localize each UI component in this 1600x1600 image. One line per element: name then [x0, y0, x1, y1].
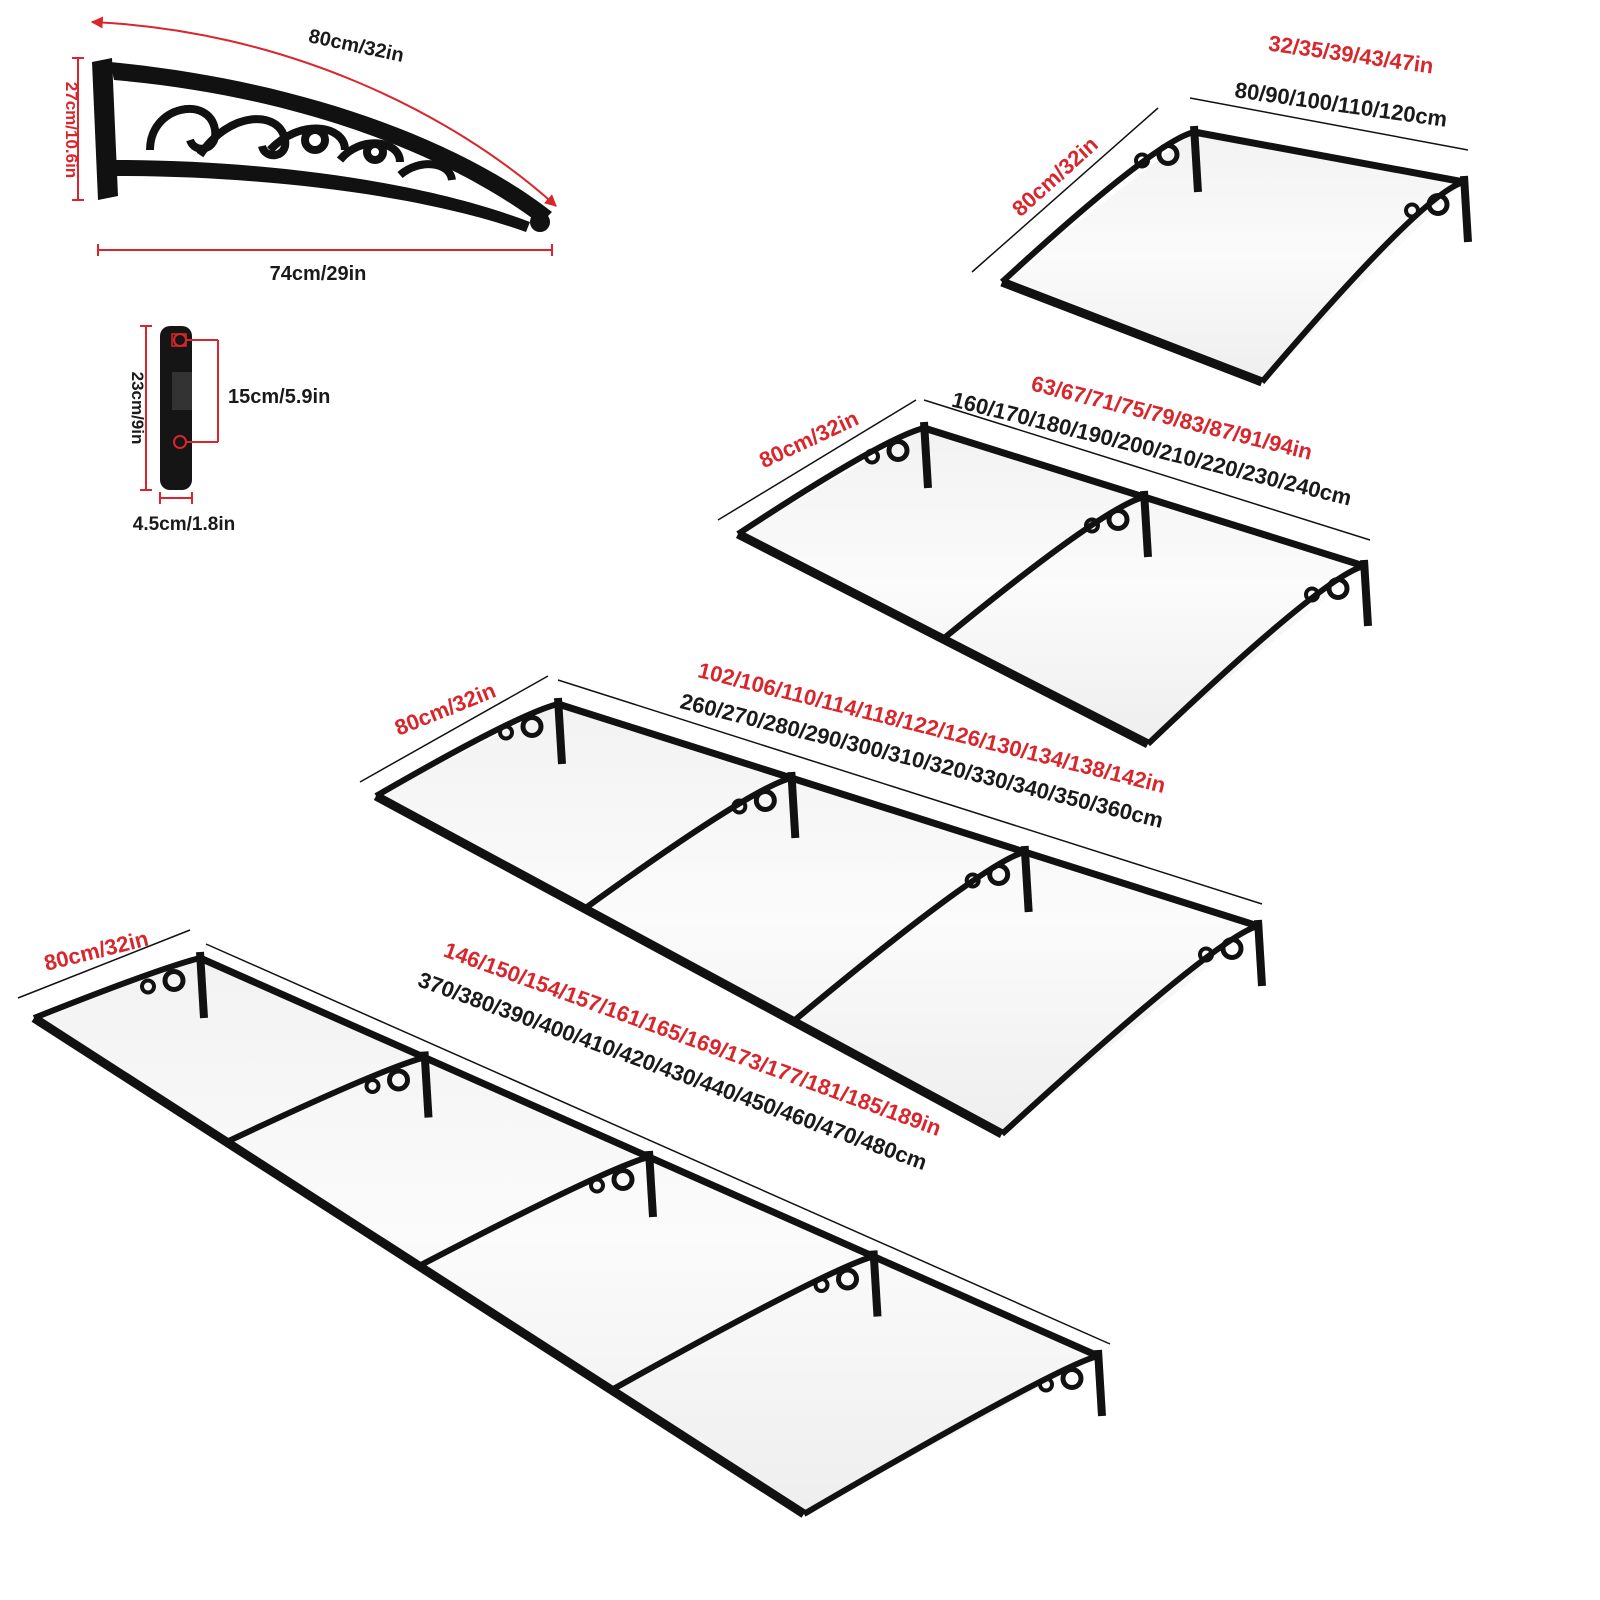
width-dimension-line: [557, 679, 1263, 905]
bracket-ornament: [140, 978, 156, 995]
bracket-mount: [645, 1150, 657, 1218]
bracket-rib: [374, 701, 559, 799]
bracket-mount: [869, 1250, 882, 1317]
awning-depth-label: 80cm/32in: [391, 678, 499, 741]
bracket-arc-label: 80cm/32in: [307, 25, 406, 67]
bracket-rib: [1145, 563, 1365, 747]
width-dimension-line: [1189, 97, 1469, 151]
plate-hole-spacing-label: 15cm/5.9in: [228, 386, 330, 408]
bracket-ornament: [813, 1277, 830, 1293]
bracket-ornament: [364, 1078, 381, 1094]
bracket-rib: [791, 849, 1026, 1024]
bracket-mount: [1140, 490, 1152, 558]
bracket-ornament: [498, 724, 514, 741]
bracket-mount: [1360, 559, 1372, 627]
bracket-ornament: [162, 969, 186, 992]
arc-dimension-line: [90, 16, 557, 207]
back-rail: [1193, 128, 1465, 186]
bracket-ornament: [1134, 152, 1150, 169]
bracket-ornament: [864, 448, 880, 465]
awning-variants: 80cm/32in 32/35/39/43/47in80/90/100/110/1…: [17, 31, 1472, 1518]
bracket-ornament: [987, 863, 1011, 886]
bracket-mount: [1020, 845, 1033, 913]
polycarbonate-panel: [376, 704, 1258, 1134]
bracket-rib: [1259, 179, 1465, 384]
bracket-ornament: [1198, 946, 1214, 963]
bracket-ornament: [1038, 1376, 1054, 1393]
bracket-mount: [1254, 919, 1266, 987]
bracket-ornament: [1426, 193, 1450, 216]
front-rail: [373, 792, 1005, 1138]
bracket-ornament: [753, 789, 777, 812]
bracket-rib: [582, 775, 793, 912]
bracket-ornament: [731, 798, 748, 815]
bracket-rib: [610, 1253, 875, 1393]
bracket-ornament: [1106, 508, 1130, 531]
bracket-illustration: [92, 58, 552, 232]
bracket-rib: [941, 494, 1145, 642]
depth-dimension-line: [17, 929, 191, 999]
bracket-height-label: 27cm/10.6in: [62, 82, 81, 178]
bracket-ornament: [387, 1068, 410, 1092]
bracket-mount: [1190, 125, 1202, 193]
bracket-ornament: [1060, 1367, 1084, 1390]
bracket-ornament: [520, 715, 544, 738]
awning-width-cm-label: 80/90/100/110/120cm: [1233, 77, 1448, 132]
plate-width-label: 4.5cm/1.8in: [133, 514, 235, 535]
bracket-ornament: [611, 1168, 635, 1191]
bracket-depth-label: 74cm/29in: [270, 263, 367, 285]
bracket-mount: [1094, 1349, 1106, 1417]
bracket-mount: [420, 1051, 433, 1118]
width-dimension-line: [923, 399, 1371, 541]
bracket-mount: [787, 771, 800, 839]
bracket-rib: [802, 1353, 1099, 1517]
plate-height-label: 23cm/9in: [128, 372, 147, 445]
depth-dimension-line: [971, 107, 1159, 273]
bracket-ornament: [1156, 143, 1180, 166]
bracket-rib: [999, 923, 1259, 1137]
bracket-ornament: [1304, 586, 1320, 603]
bracket-ornament: [589, 1177, 605, 1194]
depth-dimension-line: [359, 675, 549, 783]
bracket-mount: [196, 951, 208, 1019]
awning-depth-label: 80cm/32in: [42, 926, 151, 976]
bracket-ornament: [964, 872, 981, 889]
awning-variant-1: 80cm/32in32/35/39/43/47in80/90/100/110/1…: [971, 31, 1472, 387]
wall-plate-illustration: [160, 326, 192, 490]
bracket-mount: [920, 421, 932, 489]
bracket-ornament: [1084, 517, 1100, 534]
bracket-rib: [225, 1054, 426, 1145]
bracket-ornament: [1220, 937, 1244, 960]
front-rail: [1000, 277, 1264, 387]
bracket-rib: [417, 1154, 650, 1269]
depth-dimension-line: [717, 399, 917, 521]
polycarbonate-panel: [34, 958, 1098, 1514]
polycarbonate-panel: [1002, 132, 1464, 382]
back-rail: [556, 700, 1260, 930]
bracket-ornament: [886, 439, 910, 462]
awning-width-inches-label: 32/35/39/43/47in: [1267, 31, 1435, 79]
bracket-mount: [1460, 175, 1472, 243]
bracket-rib: [32, 955, 201, 1021]
bracket-ornament: [836, 1267, 859, 1291]
bracket-ornament: [1326, 577, 1350, 600]
bracket-rib: [736, 425, 925, 537]
width-dimension-line: [205, 943, 1111, 1345]
bracket-rib: [999, 129, 1195, 285]
bracket-ornament: [1404, 202, 1420, 219]
bracket-mount: [554, 697, 566, 765]
polycarbonate-panel: [738, 428, 1364, 744]
